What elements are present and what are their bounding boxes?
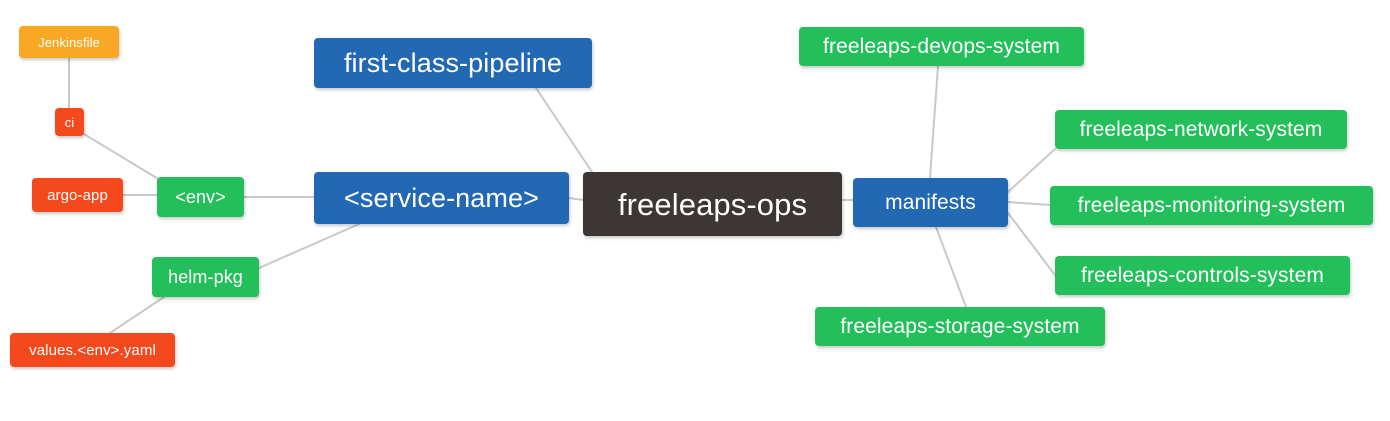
node-label: freeleaps-network-system <box>1079 118 1323 141</box>
node-ci[interactable]: ci <box>55 108 84 136</box>
node-jenkinsfile[interactable]: Jenkinsfile <box>19 26 119 58</box>
node-freeleaps-devops-system[interactable]: freeleaps-devops-system <box>799 27 1084 66</box>
node-values-env-yaml[interactable]: values.<env>.yaml <box>10 333 175 367</box>
edge-helm-pkg-to-values-env-yaml <box>109 296 165 334</box>
node-freeleaps-storage-system[interactable]: freeleaps-storage-system <box>815 307 1105 346</box>
node-label: ci <box>64 114 75 130</box>
node-service-name[interactable]: <service-name> <box>314 172 569 224</box>
node-freeleaps-controls-system[interactable]: freeleaps-controls-system <box>1055 256 1350 295</box>
node-env[interactable]: <env> <box>157 177 244 217</box>
node-manifests[interactable]: manifests <box>853 178 1008 227</box>
node-label: freeleaps-devops-system <box>823 35 1060 58</box>
node-label: first-class-pipeline <box>343 47 563 78</box>
node-first-class-pipeline[interactable]: first-class-pipeline <box>314 38 592 88</box>
node-label: values.<env>.yaml <box>29 341 156 359</box>
node-helm-pkg[interactable]: helm-pkg <box>152 257 259 297</box>
node-argo-app[interactable]: argo-app <box>32 178 123 212</box>
node-label: freeleaps-monitoring-system <box>1077 194 1346 217</box>
node-label: freeleaps-storage-system <box>840 315 1080 338</box>
node-label: <env> <box>175 187 226 207</box>
edge-manifests-to-freeleaps-controls-system <box>1007 212 1056 276</box>
edge-freeleaps-ops-to-first-class-pipeline <box>535 87 593 173</box>
edge-manifests-to-freeleaps-monitoring-system <box>1007 201 1051 206</box>
edge-manifests-to-freeleaps-storage-system <box>935 226 967 308</box>
node-freeleaps-monitoring-system[interactable]: freeleaps-monitoring-system <box>1050 186 1373 225</box>
edge-env-to-ci <box>83 133 161 181</box>
edge-manifests-to-freeleaps-network-system <box>1007 148 1056 193</box>
edge-freeleaps-ops-to-service-name <box>568 197 584 201</box>
node-label: Jenkinsfile <box>38 34 100 50</box>
edge-manifests-to-freeleaps-devops-system <box>929 65 939 179</box>
edge-service-name-to-helm-pkg <box>258 223 360 269</box>
node-freeleaps-network-system[interactable]: freeleaps-network-system <box>1055 110 1347 149</box>
node-label: freeleaps-controls-system <box>1081 264 1324 287</box>
node-freeleaps-ops[interactable]: freeleaps-ops <box>583 172 842 236</box>
node-label: helm-pkg <box>168 267 243 287</box>
node-label: freeleaps-ops <box>617 186 808 222</box>
node-label: manifests <box>885 191 976 214</box>
node-label: <service-name> <box>344 182 539 213</box>
node-label: argo-app <box>47 186 108 204</box>
